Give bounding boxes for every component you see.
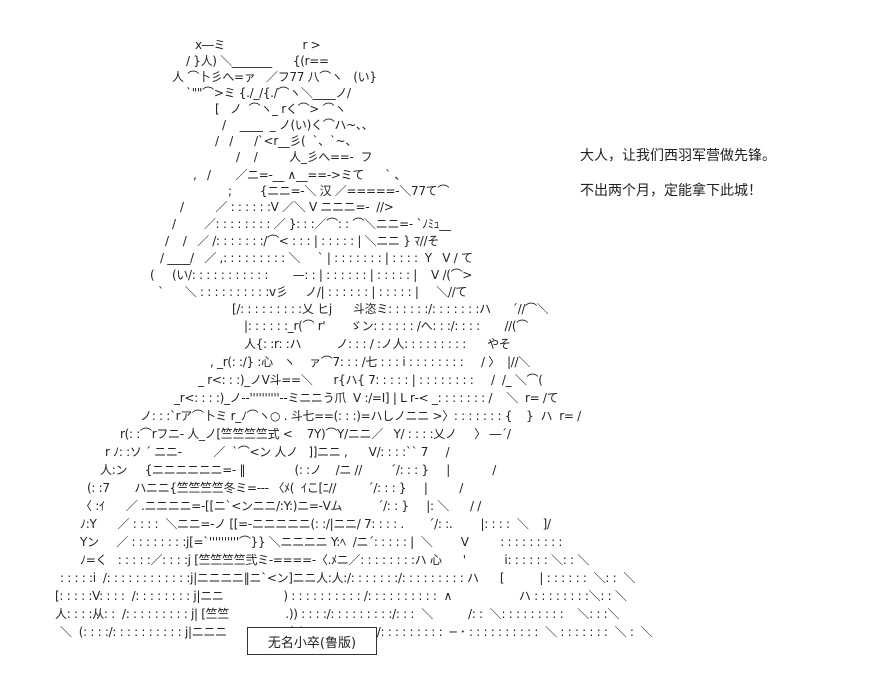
ascii-art-line: |: : : : : :_r(⌒ r' ゞン: : : : : : /へ: : … [244, 319, 529, 333]
ascii-art-line: , _r(: :/} :心 ヽ ァ⌒7: : : /七 : : : i : : … [210, 355, 530, 369]
ascii-art-line: 人:ン {ニニニニニニ=- ‖ (: :ノ /ニ // ´/: : : } | … [100, 463, 496, 477]
ascii-art-line: 人{: :r: :ハ ノ: : : / :ノ人: : : : : : : : :… [244, 337, 511, 351]
ascii-art-line: (: :7 ハニニ{竺竺竺竺冬ミ=--- 〈ﾒ( ｲこ[ﾆ// ´/: : : … [87, 481, 463, 495]
ascii-art-line: [ ノ ⌒ヽ_ rく⌒> ⌒ヽ [215, 102, 346, 116]
ascii-art-line: x―ミ r > [195, 38, 321, 52]
ascii-art-line: ﾉ=く : : : : :／: : : :j [竺竺竺竺弐ミ-====-〈.ﾒニ… [80, 553, 589, 567]
ascii-art-line: / / /`<r__彡( `、`~、 [215, 134, 358, 148]
ascii-art-line: / ____ _ ノ(い)く⌒ハ~、、 [222, 118, 374, 132]
ascii-art-line: [: : : : :V: : : : /: : : : : : : : j|ニニ… [55, 589, 627, 603]
ascii-art-line: / ／: : : : : : : : ／ }: : :／⌒: : ⌒＼ニニ=- … [172, 217, 451, 231]
ascii-art-line: , / ／ニ=-__ ∧__==->ミて ` 、 [193, 168, 407, 182]
ascii-art-line: / / ／ /: : : : : : :/⌒< : : : | : : : : … [165, 234, 439, 248]
character-name-label: 无名小卒(鲁版) [267, 635, 357, 651]
ascii-art-line: / / 人_彡へ==- フ [236, 150, 373, 164]
ascii-art-line: _r<: : : :)_ノ-‐''''''''''--ミニニう爪 V :/=I]… [174, 391, 559, 405]
dialogue-line-1: 大人，让我们西羽军营做先锋。 [580, 148, 776, 164]
ascii-art-line: ﾉ:Y ／ : : : : ＼ニニ=-ノ [[=-ニニニニニ(: :/|ニニ/ … [80, 517, 551, 531]
ascii-art-line: r ﾉ: :ソ ´ ニニ- ／ `⌒<ン 人ノ ]]ニニ , V/: : : :… [105, 445, 450, 459]
character-name-box: 无名小卒(鲁版) [247, 627, 377, 655]
ascii-art-line: [/: : : : : : : : :乂 ヒj 斗恣ミ: : : : : :/:… [232, 302, 549, 316]
ascii-art-line: ; {ニニ=-＼ 汉 ／=====-＼77て⌒ [228, 184, 450, 198]
ascii-art-line: _ r<: : :)_ノV斗==＼ r{ハ{ 7: : : : : | : : … [198, 373, 543, 387]
ascii-art-line: / ／ : : : : : :V ／＼ V ニニニ=- //> [180, 200, 394, 214]
ascii-art-line: r(: :⌒rフニ- 人_ノ[竺竺竺竺式 < 7Y)⌒Y/ニニ／ Y/ : : … [120, 427, 511, 441]
ascii-art-line: 人 ⌒卜彡へ=ァ ／フ77 八⌒ヽ (い} [172, 70, 377, 84]
ascii-art-line: Yン ／ : : : : : : : :j[=`''''''''''⌒}} ＼ニ… [80, 535, 563, 549]
dialogue-line-2: 不出两个月，定能拿下此城！ [580, 183, 762, 199]
ascii-art-line: `""⌒>ミ {./_/{./⌒ヽ＼____ノ/ [186, 86, 351, 100]
ascii-art-line: ノ: : :`rア⌒卜ミ r_ﾉ⌒ヽ○ . 斗七==(: : :)=ハしノニニ … [140, 409, 581, 423]
ascii-art-line: 人: : : :从: : /: : : : : : : : : j| [竺竺 .… [55, 607, 620, 621]
ascii-art-line: / }人) ＼_______ {(r== [186, 54, 329, 68]
ascii-art-line: 〈 :ｲ ／ .ニニニニ=-[[ニ`<ンニニ/:Y:)ニ=-Vム ´/: : }… [80, 499, 482, 513]
ascii-art-line: ( (い/: : : : : : : : : : : —: : | : : : … [150, 268, 473, 282]
ascii-art-line: ` ＼ : : : : : : : : : :v彡 ノ/| : : : : : … [158, 285, 468, 299]
ascii-art-line: / ____/ ／ ,: : : : : : : : : ＼ ` | : : :… [160, 251, 473, 265]
ascii-art-line: : : : : :i /: : : : : : : : : : : :j|ニニニ… [60, 571, 636, 585]
